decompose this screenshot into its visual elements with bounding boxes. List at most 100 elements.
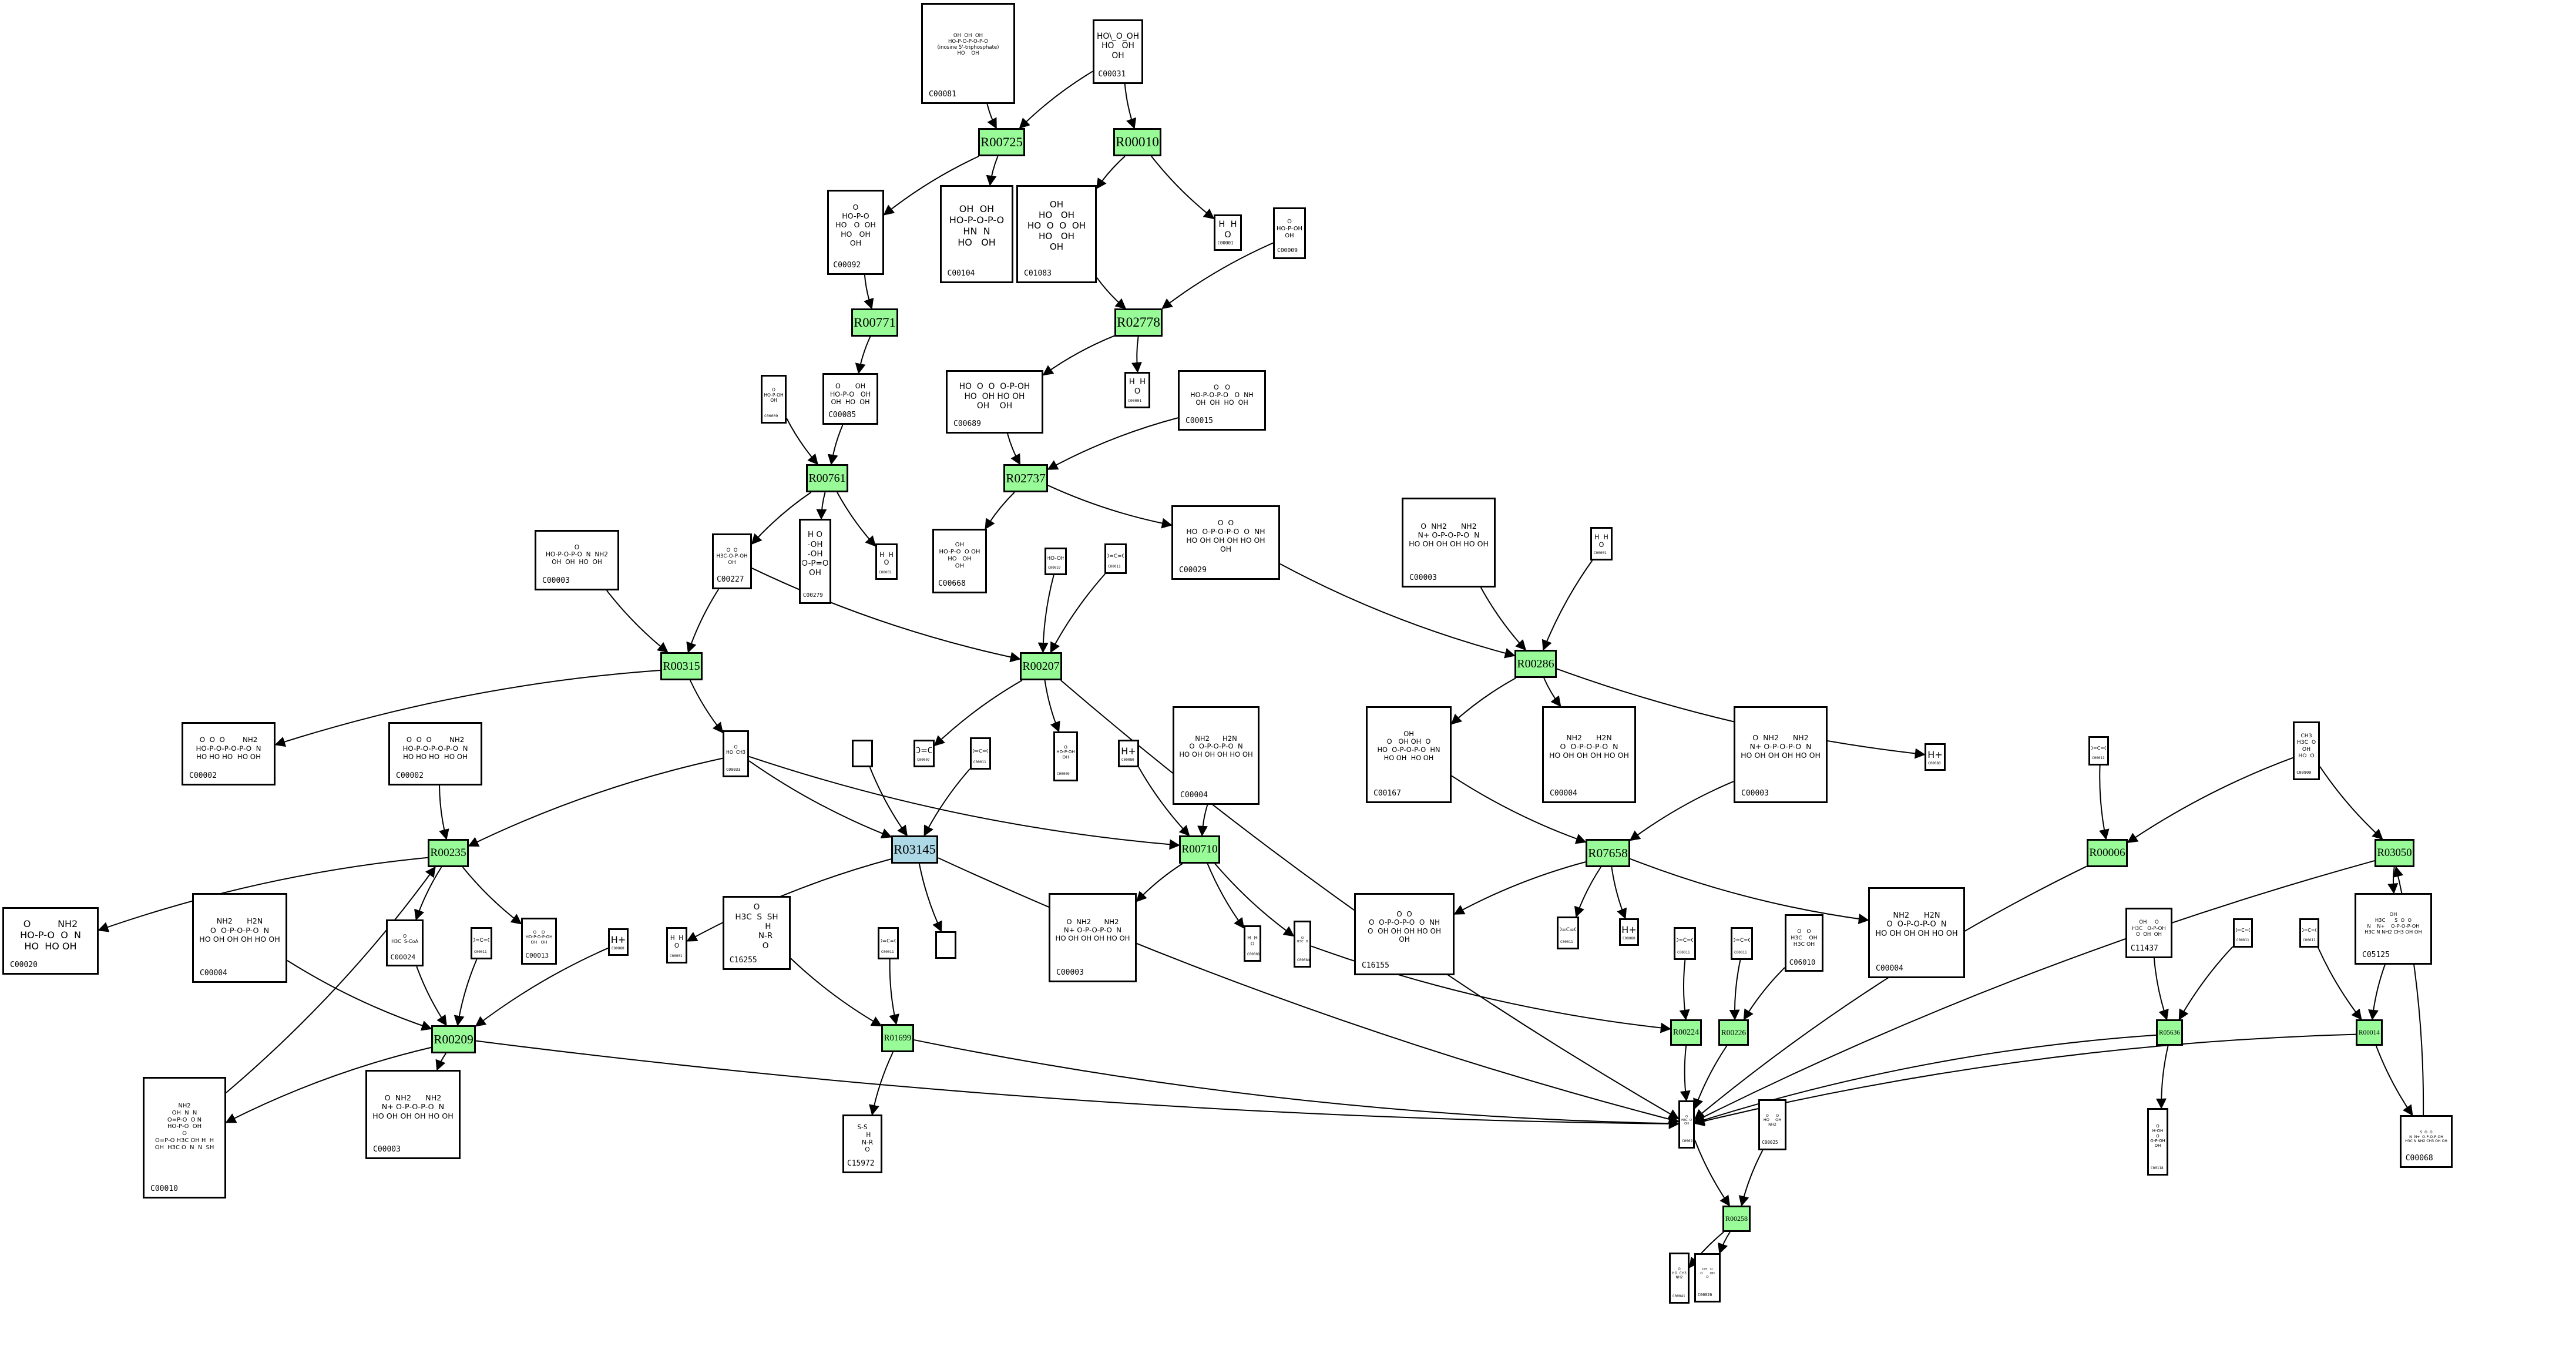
reaction-node-r00224[interactable]: R00224	[1670, 1019, 1702, 1046]
compound-node-c00080[interactable]: H+C00080	[608, 928, 629, 956]
compound-node-c00029[interactable]: O O HO O-P-O-P-O O NH HO OH OH OH HO OH …	[1171, 505, 1280, 580]
reaction-node-r00006[interactable]: R00006	[2087, 839, 2128, 867]
compound-id-label: C00167	[1373, 789, 1401, 798]
compound-node-c00003[interactable]: O NH2 NH2 N+ O-P-O-P-O N HO OH OH OH HO …	[365, 1070, 461, 1159]
compound-node-c00167[interactable]: OH O OH OH O HO O-P-O-P-O HN HO OH HO OH…	[1366, 706, 1452, 803]
reaction-node-r00286[interactable]: R00286	[1514, 650, 1557, 678]
compound-node-empty[interactable]	[852, 740, 873, 767]
reaction-node-r00710[interactable]: R00710	[1179, 835, 1220, 864]
reaction-label: R03050	[2377, 847, 2412, 859]
reaction-node-r01699[interactable]: R01699	[881, 1024, 914, 1052]
reaction-node-r03145[interactable]: R03145	[891, 835, 938, 864]
reaction-node-r00258[interactable]: R00258	[1722, 1206, 1751, 1232]
reaction-node-r00761[interactable]: R00761	[806, 464, 848, 492]
structure-drawing: O=C=O	[1107, 553, 1124, 559]
compound-node-c00002[interactable]: O O O NH2 HO-P-O-P-O-P-O N HO HO HO HO O…	[388, 722, 482, 785]
compound-node-c00002[interactable]: O O O NH2 HO-P-O-P-O-P-O N HO HO HO HO O…	[182, 722, 276, 785]
reaction-node-r00209[interactable]: R00209	[431, 1025, 476, 1053]
compound-node-c00080[interactable]: H+C00080	[1118, 740, 1139, 767]
edge-arrow	[435, 1053, 446, 1071]
reaction-node-r00315[interactable]: R00315	[660, 652, 703, 680]
reaction-node-r02778[interactable]: R02778	[1114, 308, 1163, 337]
reaction-node-r03050[interactable]: R03050	[2375, 839, 2414, 867]
reaction-node-r00010[interactable]: R00010	[1113, 128, 1161, 156]
reaction-node-r00725[interactable]: R00725	[978, 128, 1025, 156]
compound-id-label: C00001	[1247, 952, 1260, 956]
reaction-node-r02737[interactable]: R02737	[1003, 464, 1048, 492]
reaction-node-r00207[interactable]: R00207	[1020, 652, 1062, 680]
compound-node-c05125[interactable]: OH H3C S O O N N+ O-P-O-P-OH H3C N NH2 C…	[2355, 893, 2432, 965]
edge-arrow	[1629, 781, 1734, 841]
compound-node-empty[interactable]	[935, 931, 956, 959]
reaction-node-r00235[interactable]: R00235	[428, 839, 469, 867]
reaction-node-r00771[interactable]: R00771	[851, 308, 898, 337]
compound-node-c16155[interactable]: O O O O-P-O-P-O O NH O OH OH OH HO OH OH…	[1354, 893, 1455, 975]
compound-node-c00068[interactable]: S O O N N+ O-P-O-P-OH H3C N NH2 CH3 OH O…	[2400, 1115, 2453, 1168]
reaction-node-r05636[interactable]: R05636	[2156, 1019, 2183, 1046]
compound-node-c00081[interactable]: OH OH OH HO-P-O-P-O-P-O (inosine 5'-trip…	[921, 3, 1015, 104]
edge-arrow	[751, 492, 812, 545]
compound-node-c00080[interactable]: H+C00080	[1619, 918, 1639, 946]
reaction-node-r00226[interactable]: R00226	[1718, 1019, 1749, 1046]
edge-arrow	[606, 590, 669, 653]
compound-node-c00003[interactable]: O NH2 NH2 N+ O-P-O-P-O N HO OH OH OH HO …	[1734, 706, 1828, 803]
reaction-node-r00014[interactable]: R00014	[2356, 1019, 2383, 1046]
compound-node-c00010[interactable]: NH2 OH N N O=P-O O N HO-P-O OH O O=P-O H…	[143, 1077, 226, 1198]
compound-node-c00080[interactable]: H+C00080	[1925, 743, 1946, 771]
compound-node-c00003[interactable]: O NH2 NH2 N+ O-P-O-P-O N HO OH OH OH HO …	[1049, 893, 1137, 982]
reaction-node-r07658[interactable]: R07658	[1586, 839, 1630, 867]
compound-node-c00003[interactable]: O NH2 NH2 N+ O-P-O-P-O N HO OH OH OH HO …	[1402, 498, 1496, 588]
